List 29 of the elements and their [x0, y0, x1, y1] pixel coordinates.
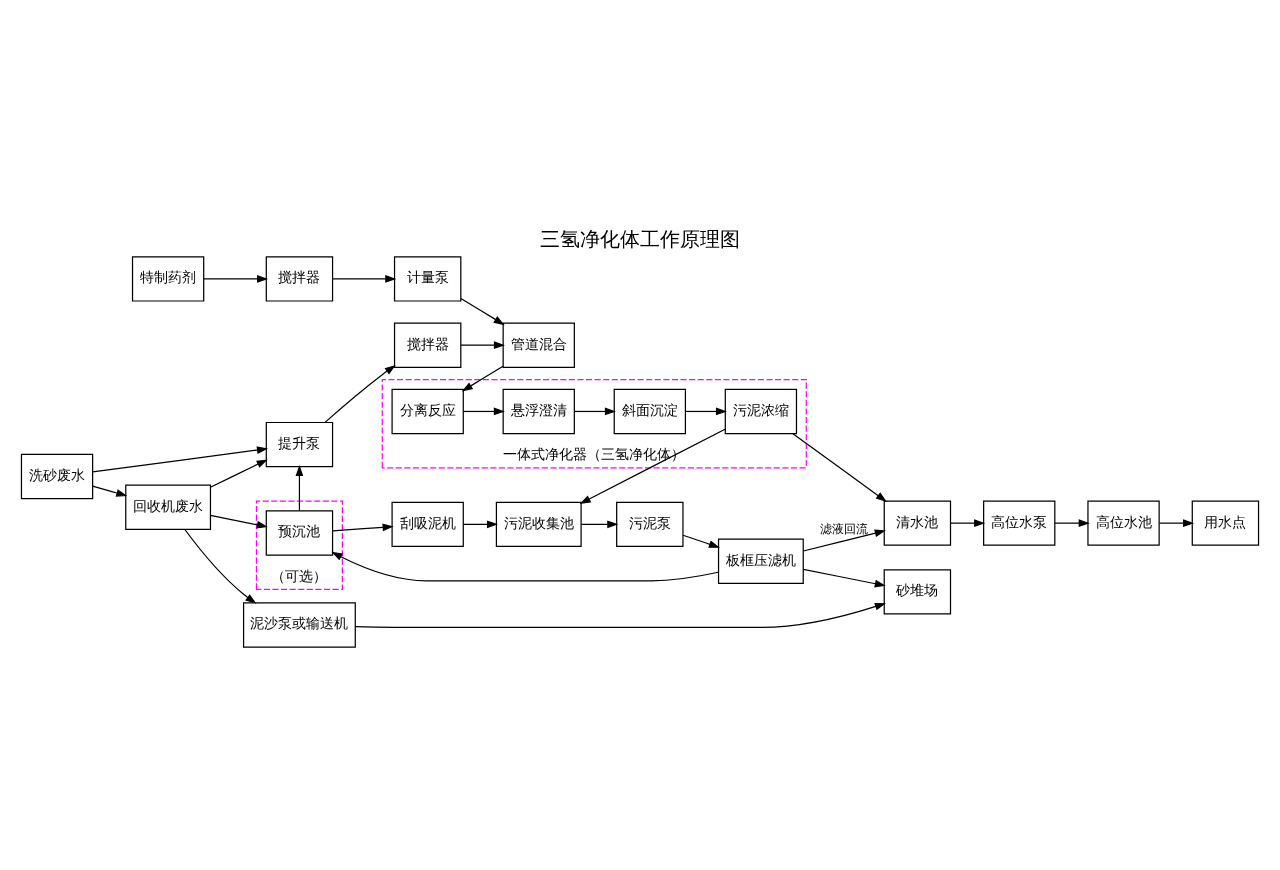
arrow: [802, 528, 886, 551]
arrow: [209, 513, 268, 528]
arrow: [209, 458, 268, 487]
arrow: [324, 363, 396, 422]
arrow: [792, 432, 887, 501]
arrow: [92, 484, 128, 496]
arrow: [682, 533, 720, 547]
arrow: [354, 601, 886, 628]
arrow: [92, 445, 269, 472]
arrow: [203, 274, 269, 282]
arrow: [460, 340, 505, 349]
arrow: [461, 364, 504, 391]
arrow: [684, 406, 727, 415]
arrow: [331, 550, 719, 581]
arrow: [332, 522, 394, 531]
arrow: [295, 463, 304, 511]
arrow: [462, 519, 498, 528]
arrow: [949, 518, 986, 526]
arrow: [184, 527, 257, 603]
diagram-title: 三氢净化体工作原理图: [540, 228, 740, 251]
arrow: [1054, 518, 1090, 526]
arrow: [332, 274, 397, 282]
arrow: [460, 296, 505, 325]
arrow: [580, 519, 619, 528]
arrow: [573, 406, 616, 415]
arrow: [1158, 518, 1195, 526]
arrow: [579, 427, 726, 503]
arrow: [802, 567, 886, 587]
arrow: [462, 406, 505, 415]
